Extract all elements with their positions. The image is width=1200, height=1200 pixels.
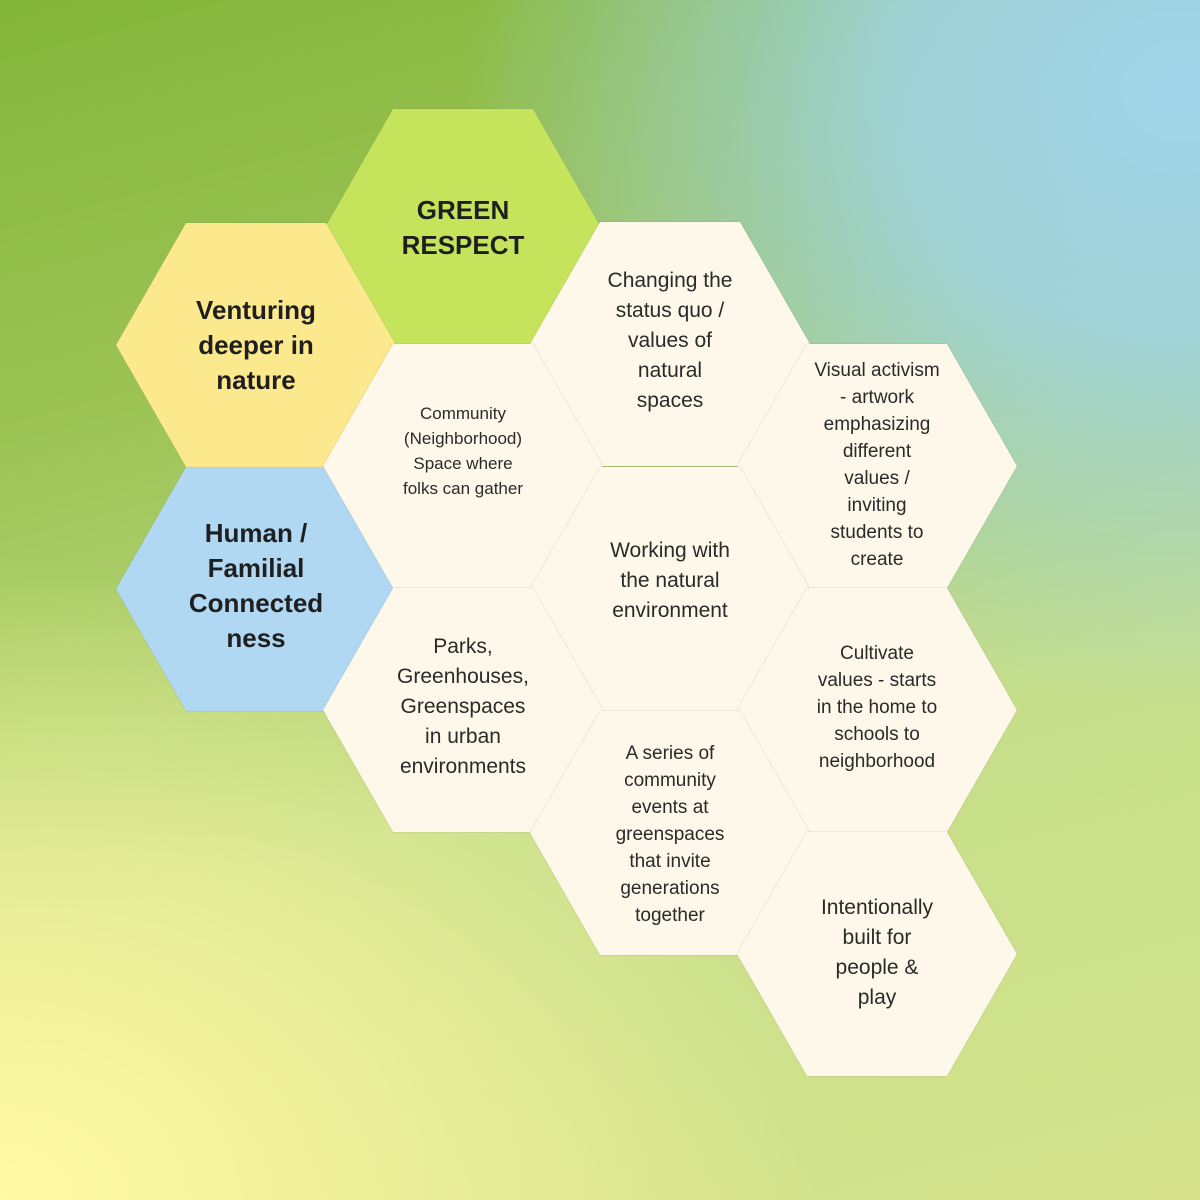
parks-greenhouses-text: Parks, Greenhouses, Greenspaces in urban…	[397, 635, 529, 778]
community-events-text: A series of community events at greenspa…	[615, 742, 725, 926]
venturing-deeper-title: Venturing deeper in nature	[196, 294, 316, 395]
cultivate-values-text: Cultivate values - starts in the home to…	[816, 642, 938, 772]
hex-intentionally-built: Intentionally built for people & play	[737, 832, 1017, 1076]
changing-status-quo-text: Changing the status quo / values of natu…	[607, 269, 733, 412]
green-respect-title: GREEN RESPECT	[401, 195, 525, 260]
intentionally-built-text: Intentionally built for people & play	[820, 896, 934, 1009]
hex-cultivate-values: Cultivate values - starts in the home to…	[737, 588, 1017, 832]
visual-activism-text: Visual activism - artwork emphasizing di…	[814, 360, 940, 570]
community-space-text: Community (Neighborhood) Space where fol…	[402, 404, 523, 498]
human-familial-title: Human / Familial Connected ness	[188, 518, 324, 653]
working-with-nature-text: Working with the natural environment	[610, 539, 730, 622]
